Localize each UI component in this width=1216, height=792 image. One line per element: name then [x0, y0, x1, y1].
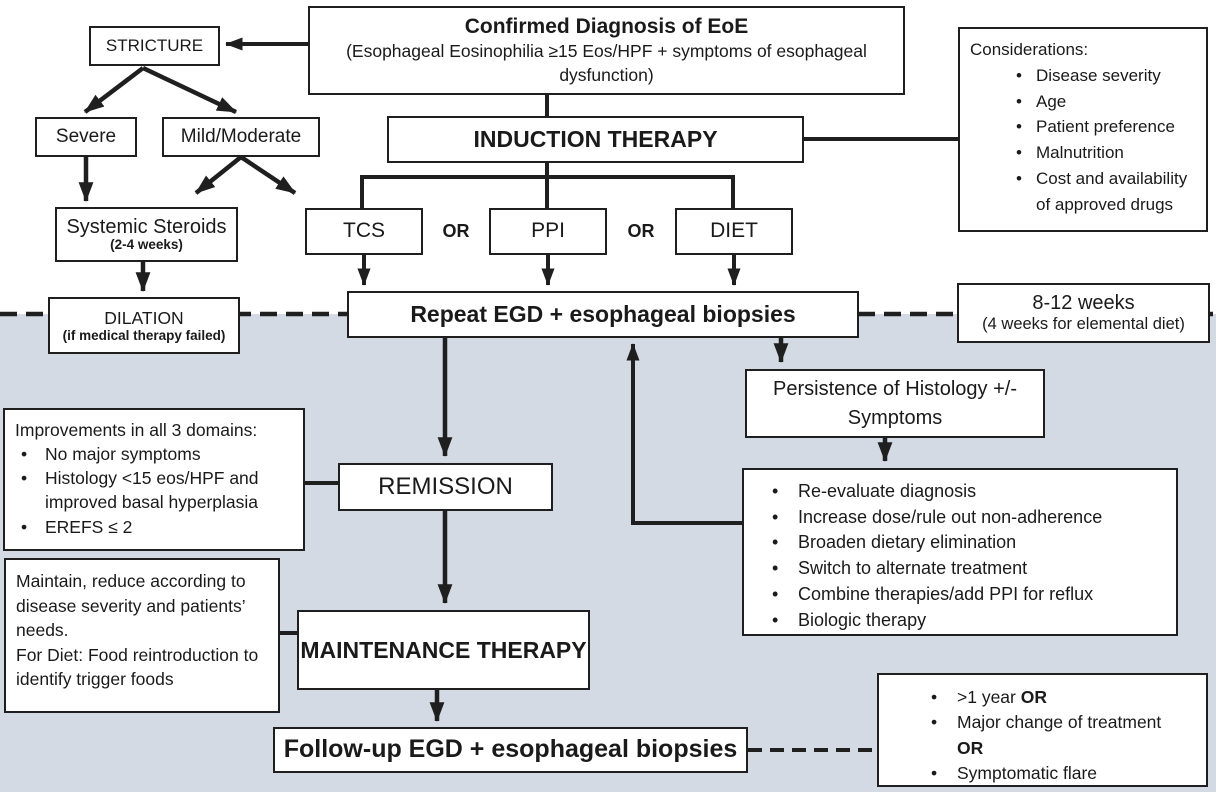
- mild-moderate-label: Mild/Moderate: [180, 126, 302, 148]
- maintenance-note-line-1: Maintain, reduce according to disease se…: [16, 571, 246, 640]
- ppi-box: PPI: [489, 208, 607, 255]
- criteria-text: >1 year: [957, 687, 1021, 707]
- induction-therapy-box: INDUCTION THERAPY: [387, 116, 804, 163]
- stricture-label: STRICTURE: [105, 36, 204, 56]
- systemic-steroids-box: Systemic Steroids (2-4 weeks): [55, 207, 238, 262]
- diet-label: DIET: [710, 219, 758, 243]
- followup-egd-box: Follow-up EGD + esophageal biopsies: [273, 727, 748, 773]
- treatment-actions-list: Re-evaluate diagnosis Increase dose/rule…: [760, 479, 1102, 633]
- remission-label: REMISSION: [378, 473, 513, 500]
- dilation-label: DILATION: [104, 307, 184, 328]
- dilation-box: DILATION (if medical therapy failed): [48, 297, 240, 354]
- tcs-label: TCS: [343, 219, 385, 243]
- tcs-box: TCS: [305, 208, 423, 255]
- list-item: Re-evaluate diagnosis: [760, 479, 1102, 505]
- arrow-mild-moderate-right: [239, 155, 297, 195]
- list-item: >1 year OR: [925, 685, 1173, 711]
- arrow-actions-feedback-to-repeat-egd: [626, 343, 742, 525]
- maintenance-note-line-2: For Diet: Food reintroduction to identif…: [16, 644, 259, 690]
- dilation-condition: (if medical therapy failed): [62, 327, 226, 343]
- criteria-or: OR: [1020, 687, 1047, 707]
- stricture-box: STRICTURE: [89, 26, 220, 66]
- followup-criteria-list: >1 year OR Major change of treatment OR …: [925, 685, 1173, 787]
- systemic-steroids-label: Systemic Steroids: [66, 216, 227, 239]
- list-item: Histology <15 eos/HPF and improved basal…: [15, 466, 277, 514]
- arrow-stricture-to-mild-moderate: [142, 65, 237, 115]
- considerations-list: Disease severity Age Patient preference …: [1008, 63, 1188, 218]
- list-item: Disease severity: [1008, 63, 1188, 89]
- list-item: Major change of treatment OR: [925, 710, 1173, 761]
- maintenance-therapy-box: MAINTENANCE THERAPY: [297, 610, 590, 690]
- criteria-text: Symptomatic flare: [957, 763, 1098, 784]
- list-item: Age: [1008, 89, 1188, 115]
- mild-moderate-box: Mild/Moderate: [162, 117, 320, 157]
- or-separator-1: OR: [442, 221, 470, 241]
- treatment-actions-box: Re-evaluate diagnosis Increase dose/rule…: [742, 468, 1178, 636]
- confirmed-diagnosis-box: Confirmed Diagnosis of EoE (Esophageal E…: [308, 6, 905, 95]
- branch-induction-to-therapies: [360, 163, 735, 209]
- persistence-label: Persistence of Histology +/- Symptoms: [773, 377, 1017, 429]
- list-item: Symptomatic flare: [925, 761, 1173, 787]
- list-item: Broaden dietary elimination: [760, 530, 1102, 556]
- induction-therapy-label: INDUCTION THERAPY: [473, 126, 718, 153]
- list-item: Cost and availability of approved drugs: [1008, 166, 1188, 218]
- list-item: EREFS ≤ 2: [15, 515, 277, 539]
- list-item: Biologic therapy: [760, 608, 1102, 634]
- arrow-mild-moderate-left: [194, 155, 243, 195]
- ppi-label: PPI: [531, 219, 565, 243]
- timing-label: 8-12 weeks: [1032, 292, 1135, 315]
- improvements-box: Improvements in all 3 domains: No major …: [3, 408, 305, 551]
- list-item: Switch to alternate treatment: [760, 556, 1102, 582]
- followup-criteria-box: >1 year OR Major change of treatment OR …: [877, 673, 1208, 787]
- improvements-list: No major symptoms Histology <15 eos/HPF …: [15, 442, 277, 539]
- or-separator-2: OR: [627, 221, 655, 241]
- criteria-text: Major change of treatment: [957, 712, 1162, 733]
- maintenance-therapy-label: MAINTENANCE THERAPY: [300, 636, 587, 663]
- timing-sublabel: (4 weeks for elemental diet): [982, 315, 1185, 334]
- repeat-egd-box: Repeat EGD + esophageal biopsies: [347, 291, 859, 338]
- confirmed-diagnosis-subtitle: (Esophageal Eosinophilia ≥15 Eos/HPF + s…: [346, 41, 867, 85]
- followup-egd-label: Follow-up EGD + esophageal biopsies: [283, 735, 738, 764]
- severe-label: Severe: [55, 126, 117, 148]
- list-item: Increase dose/rule out non-adherence: [760, 505, 1102, 531]
- repeat-egd-label: Repeat EGD + esophageal biopsies: [410, 301, 796, 328]
- criteria-or: OR: [957, 737, 984, 758]
- list-item: Combine therapies/add PPI for reflux: [760, 582, 1102, 608]
- maintenance-note-box: Maintain, reduce according to disease se…: [4, 558, 280, 713]
- considerations-title: Considerations:: [970, 40, 1089, 59]
- considerations-box: Considerations: Disease severity Age Pat…: [958, 27, 1208, 232]
- confirmed-diagnosis-title: Confirmed Diagnosis of EoE: [464, 14, 749, 38]
- remission-box: REMISSION: [338, 463, 553, 511]
- list-item: Patient preference: [1008, 114, 1188, 140]
- improvements-title: Improvements in all 3 domains:: [15, 420, 258, 440]
- persistence-box: Persistence of Histology +/- Symptoms: [745, 369, 1045, 438]
- arrow-stricture-to-severe: [83, 66, 145, 114]
- diet-box: DIET: [675, 208, 793, 255]
- severe-box: Severe: [35, 117, 137, 157]
- list-item: No major symptoms: [15, 442, 277, 466]
- list-item: Malnutrition: [1008, 140, 1188, 166]
- systemic-steroids-duration: (2-4 weeks): [110, 237, 183, 253]
- timing-box: 8-12 weeks (4 weeks for elemental diet): [957, 283, 1210, 343]
